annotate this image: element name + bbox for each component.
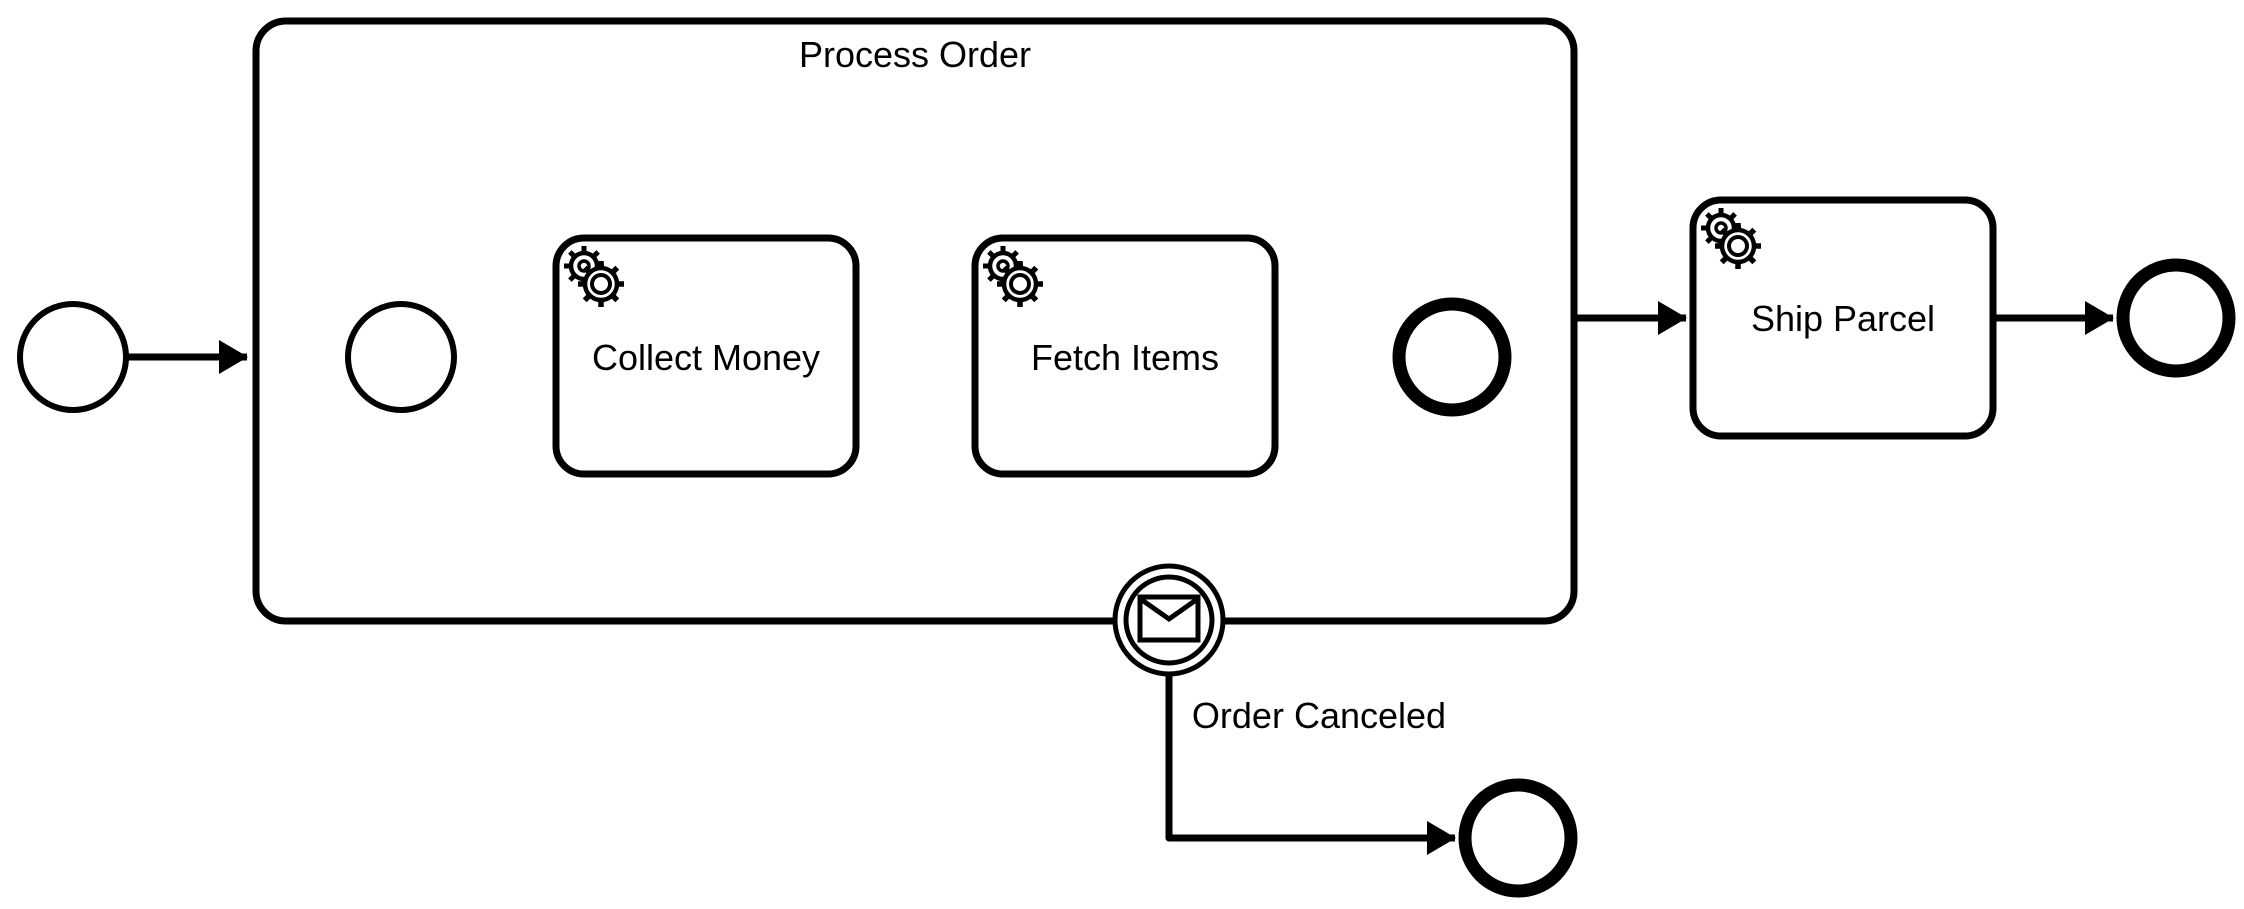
boundary-event-order-canceled[interactable]: Order Canceled	[1112, 563, 1446, 736]
flow-boundary-to-end-canceled[interactable]	[1165, 674, 1456, 855]
end-event-main[interactable]	[2116, 258, 2236, 378]
task-label: Fetch Items	[1031, 337, 1219, 378]
boundary-event-label: Order Canceled	[1192, 695, 1446, 736]
end-event-canceled[interactable]	[1458, 778, 1578, 898]
task-label: Ship Parcel	[1751, 298, 1935, 339]
subprocess-title: Process Order	[799, 34, 1031, 75]
subprocess-process-order[interactable]: Process Order	[252, 17, 1578, 625]
start-event-subprocess[interactable]	[345, 301, 457, 413]
task-collect-money[interactable]: Collect Money	[552, 234, 860, 478]
end-event-subprocess[interactable]	[1392, 297, 1512, 417]
message-envelope-icon	[1137, 594, 1201, 643]
task-ship-parcel[interactable]: Ship Parcel	[1689, 196, 1997, 440]
start-event-main[interactable]	[17, 301, 129, 413]
task-fetch-items[interactable]: Fetch Items	[971, 234, 1279, 478]
task-label: Collect Money	[592, 337, 820, 378]
